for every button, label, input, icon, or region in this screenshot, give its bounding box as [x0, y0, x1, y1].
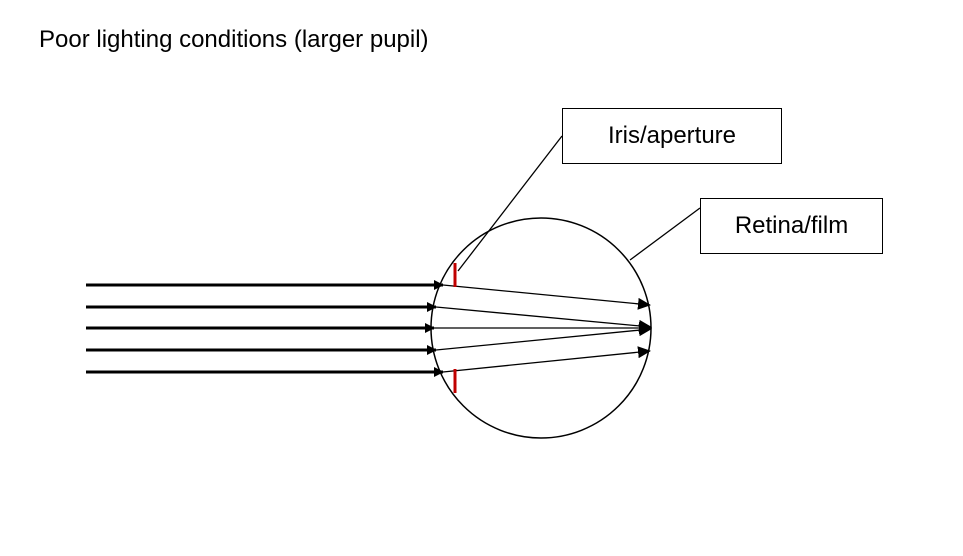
retina-film-callout: Retina/film — [700, 198, 883, 254]
slide-title: Poor lighting conditions (larger pupil) — [39, 26, 429, 53]
refracted-ray — [442, 346, 651, 373]
iris-leader-line — [457, 135, 563, 272]
iris-aperture-label: Iris/aperture — [607, 122, 737, 149]
incoming-rays — [86, 280, 444, 377]
retina-film-label: Retina/film — [734, 212, 849, 239]
retina-leader-line — [629, 207, 701, 261]
refracted-rays — [434, 284, 652, 373]
refracted-ray — [435, 324, 652, 351]
refracted-ray — [435, 306, 652, 332]
iris-aperture-callout: Iris/aperture — [562, 108, 782, 164]
refracted-ray — [442, 284, 651, 310]
